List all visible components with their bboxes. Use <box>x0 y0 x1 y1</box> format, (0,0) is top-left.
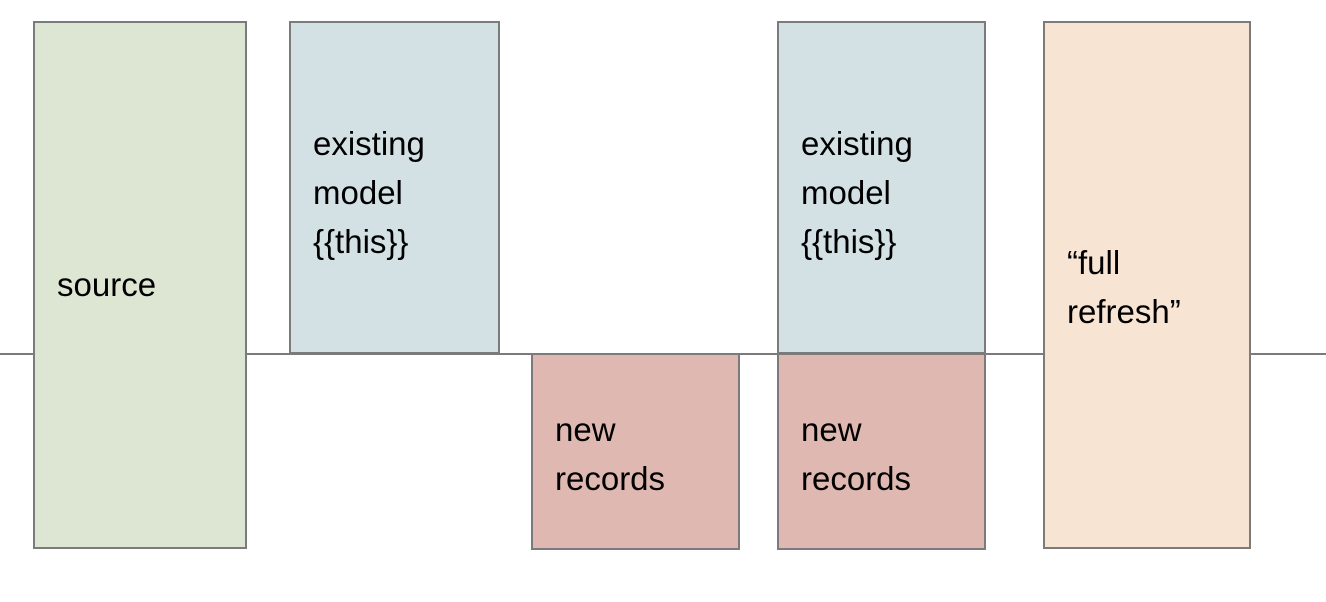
box-existing-model-2[interactable]: existing model {{this}} <box>777 21 986 354</box>
box-source-label: source <box>57 265 157 303</box>
box-full-refresh-label: “full refresh” <box>1067 244 1181 330</box>
box-source[interactable]: source <box>33 21 247 549</box>
box-existing-model-1-label: existing model {{this}} <box>313 125 425 260</box>
box-new-records-2-label: new records <box>801 411 912 497</box>
box-full-refresh[interactable]: “full refresh” <box>1043 21 1251 549</box>
box-new-records-1-label: new records <box>555 411 666 497</box>
box-existing-model-2-label: existing model {{this}} <box>801 125 913 260</box>
box-new-records-1[interactable]: new records <box>531 353 740 550</box>
box-existing-model-1[interactable]: existing model {{this}} <box>289 21 500 354</box>
box-new-records-2[interactable]: new records <box>777 353 986 550</box>
